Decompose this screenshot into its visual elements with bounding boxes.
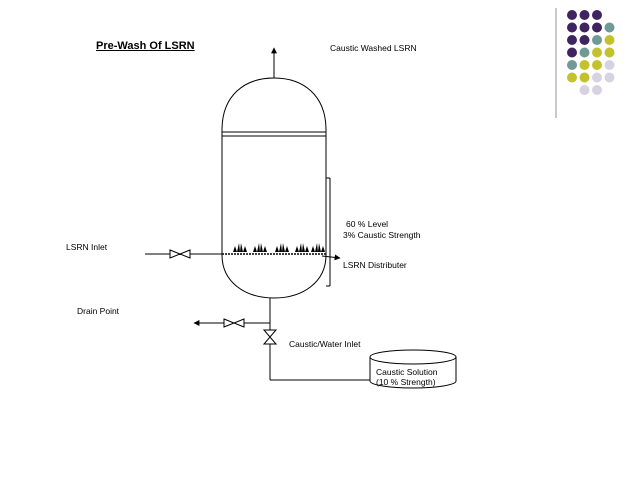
decorative-dot <box>592 72 602 83</box>
spray-nozzle <box>311 243 325 252</box>
spray-nozzle <box>275 243 289 252</box>
decorative-dot <box>579 60 590 70</box>
decorative-dot <box>592 60 602 70</box>
distributer-label: LSRN Distributer <box>343 260 407 270</box>
decorative-dot <box>567 10 577 20</box>
decorative-dot <box>579 72 590 83</box>
distributer-sprays <box>233 243 325 252</box>
distributer-leader <box>321 254 341 261</box>
decorative-dot-grid <box>567 10 615 95</box>
decorative-dot <box>567 72 577 83</box>
decorative-dot <box>592 47 602 58</box>
page-title: Pre-Wash Of LSRN <box>96 40 195 52</box>
level-label: 60 % Level <box>346 219 389 229</box>
decorative-dot <box>604 60 615 70</box>
caustic-strength-label: 3% Caustic Strength <box>343 230 421 240</box>
wash-vessel <box>221 77 327 299</box>
decorative-dot <box>579 10 590 20</box>
caustic-strength-note: (10 % Strength) <box>376 377 436 387</box>
spray-nozzle <box>253 243 267 252</box>
decorative-dot <box>604 35 615 45</box>
drain-point-label: Drain Point <box>77 306 120 316</box>
spray-nozzle <box>295 243 309 252</box>
decorative-dot <box>592 85 602 95</box>
decorative-dot <box>579 35 590 45</box>
caustic-inlet-valve <box>262 329 278 345</box>
decorative-dot <box>604 72 615 83</box>
decorative-dot <box>592 22 602 33</box>
decorative-dot <box>592 10 602 20</box>
decorative-dot <box>604 22 615 33</box>
decorative-dot <box>567 60 577 70</box>
decorative-dot <box>567 47 577 58</box>
decorative-dot <box>567 35 577 45</box>
decorative-dot <box>579 22 590 33</box>
decorative-dot <box>592 35 602 45</box>
caustic-solution-tank <box>369 349 457 389</box>
caustic-water-inlet-label: Caustic/Water Inlet <box>289 339 361 349</box>
decorative-dot <box>604 47 615 58</box>
lsrn-inlet-valve <box>169 249 191 259</box>
decorative-dot <box>579 85 590 95</box>
spray-nozzle <box>233 243 247 252</box>
decorative-dot <box>567 22 577 33</box>
outlet-label: Caustic Washed LSRN <box>330 43 417 53</box>
lsrn-inlet-label: LSRN Inlet <box>66 242 108 252</box>
decorative-dot <box>579 47 590 58</box>
caustic-solution-label: Caustic Solution <box>376 367 438 377</box>
drain-valve <box>223 318 245 328</box>
